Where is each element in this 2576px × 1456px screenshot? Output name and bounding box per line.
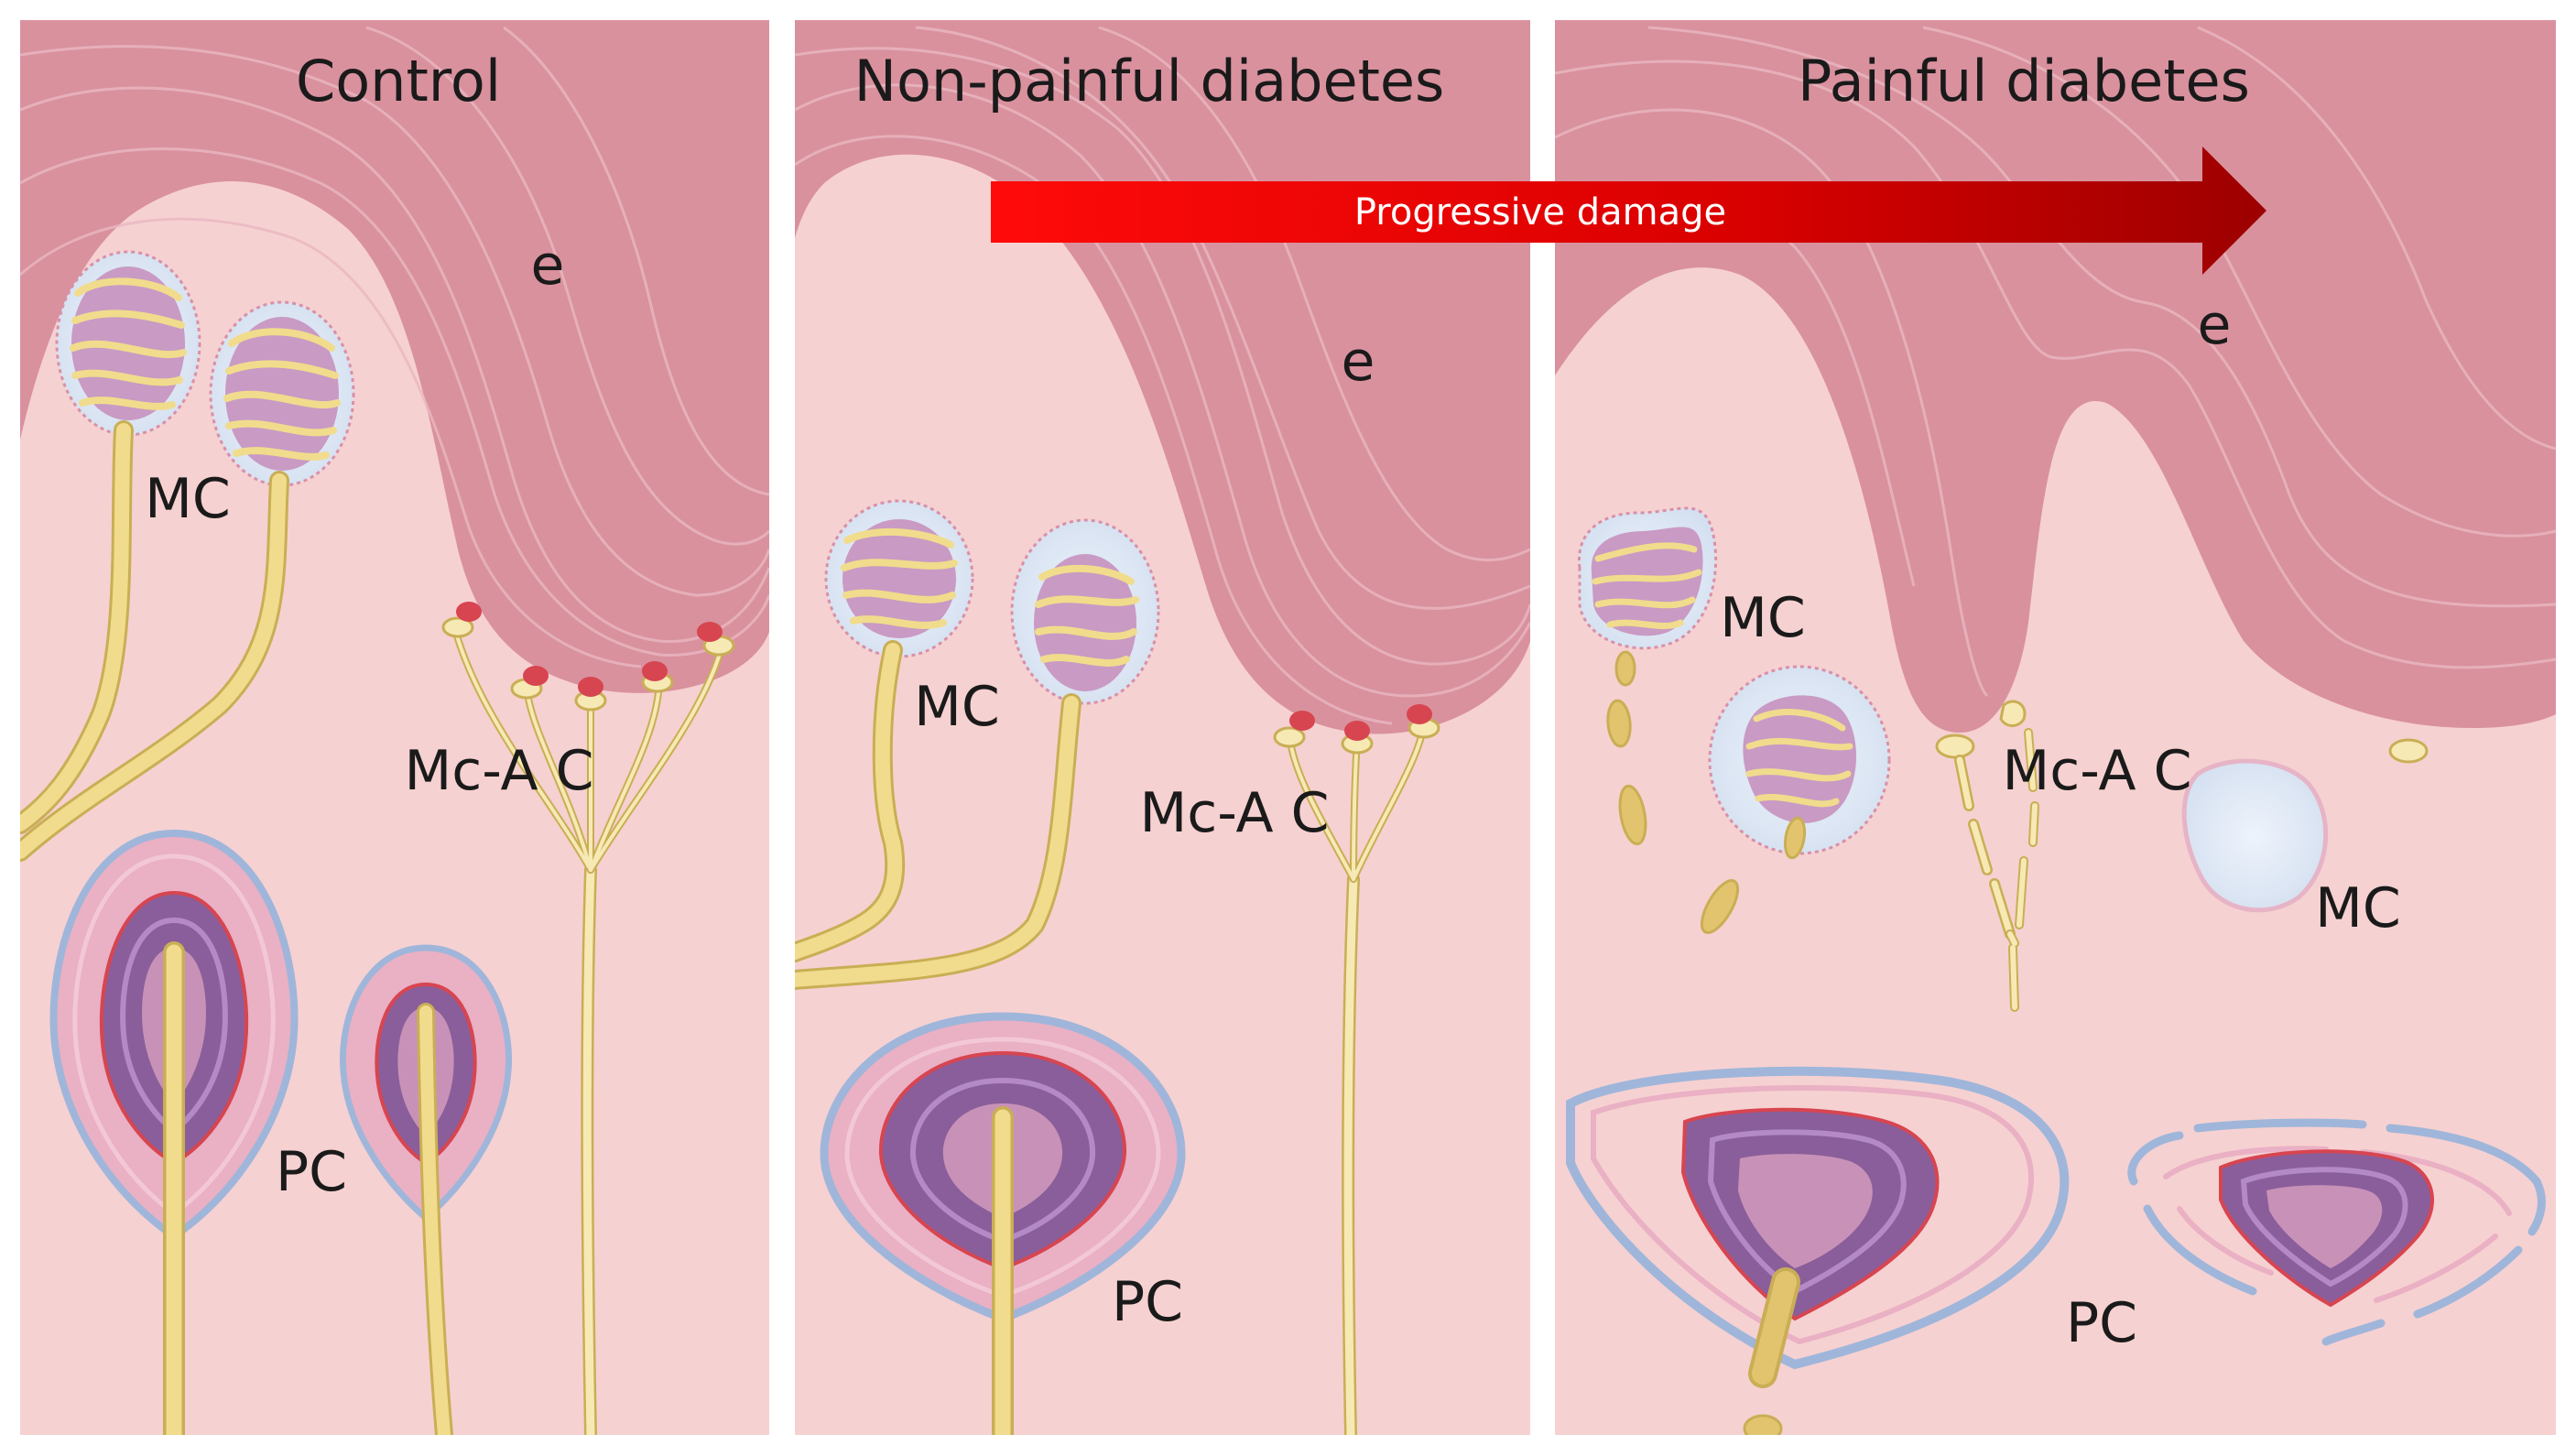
meissner-corpuscle-damaged-1 xyxy=(1577,506,1718,650)
merkel-axon-complex-damaged xyxy=(1935,700,2429,1012)
pacinian-corpuscle xyxy=(820,1012,1186,1435)
pacinian-corpuscle-1 xyxy=(49,829,299,1435)
merkel-axon-complex xyxy=(441,602,735,1435)
panel-non-painful-diabetes xyxy=(795,20,1530,1435)
label-pacinian-painful: PC xyxy=(2066,1291,2137,1355)
meissner-nerve-fragments xyxy=(1606,650,1807,934)
label-meissner-control: MC xyxy=(145,467,231,531)
pacinian-corpuscle-damaged-2 xyxy=(2127,1118,2546,1346)
panel-title-non-painful-diabetes: Non-painful diabetes xyxy=(854,48,1445,114)
epidermis-striations xyxy=(795,26,1530,725)
label-meissner-non-painful: MC xyxy=(914,675,1000,739)
label-epidermis-control: e xyxy=(531,234,565,298)
panel-title-painful-diabetes: Painful diabetes xyxy=(1798,48,2250,114)
meissner-corpuscle-denervated xyxy=(2181,758,2329,913)
epidermis-layer xyxy=(20,20,769,693)
label-meissner-painful: MC xyxy=(1720,586,1806,650)
panel-title-control: Control xyxy=(296,48,501,114)
meissner-corpuscle-1 xyxy=(824,499,974,658)
meissner-corpuscle-2 xyxy=(209,300,355,487)
label-pacinian-control: PC xyxy=(276,1140,347,1204)
meissner-corpuscle-2 xyxy=(1010,518,1160,705)
label-merkel-control: Mc-A C xyxy=(404,739,593,803)
meissner-nerve-fibres xyxy=(795,640,1081,990)
progressive-damage-label: Progressive damage xyxy=(1354,191,1726,234)
merkel-axon-complex xyxy=(1273,704,1440,1435)
epidermis-striations xyxy=(20,26,769,668)
progressive-damage-arrow: Progressive damage xyxy=(991,147,2266,275)
epidermis-striations xyxy=(1555,26,2556,698)
meissner-corpuscle-damaged-2 xyxy=(1708,665,1891,855)
pacinian-corpuscle-damaged-1 xyxy=(1566,1066,2070,1435)
label-merkel-non-painful: Mc-A C xyxy=(1139,781,1329,845)
pacinian-corpuscle-2 xyxy=(339,944,513,1435)
meissner-nerve-fibres xyxy=(20,420,289,862)
panel-control xyxy=(20,20,769,1435)
label-meissner-denervated-painful: MC xyxy=(2315,876,2401,940)
label-pacinian-non-painful: PC xyxy=(1112,1270,1183,1334)
meissner-corpuscle-1 xyxy=(55,250,201,437)
label-epidermis-non-painful: e xyxy=(1342,330,1375,394)
label-merkel-painful: Mc-A C xyxy=(2002,739,2191,803)
label-epidermis-painful: e xyxy=(2198,293,2232,357)
